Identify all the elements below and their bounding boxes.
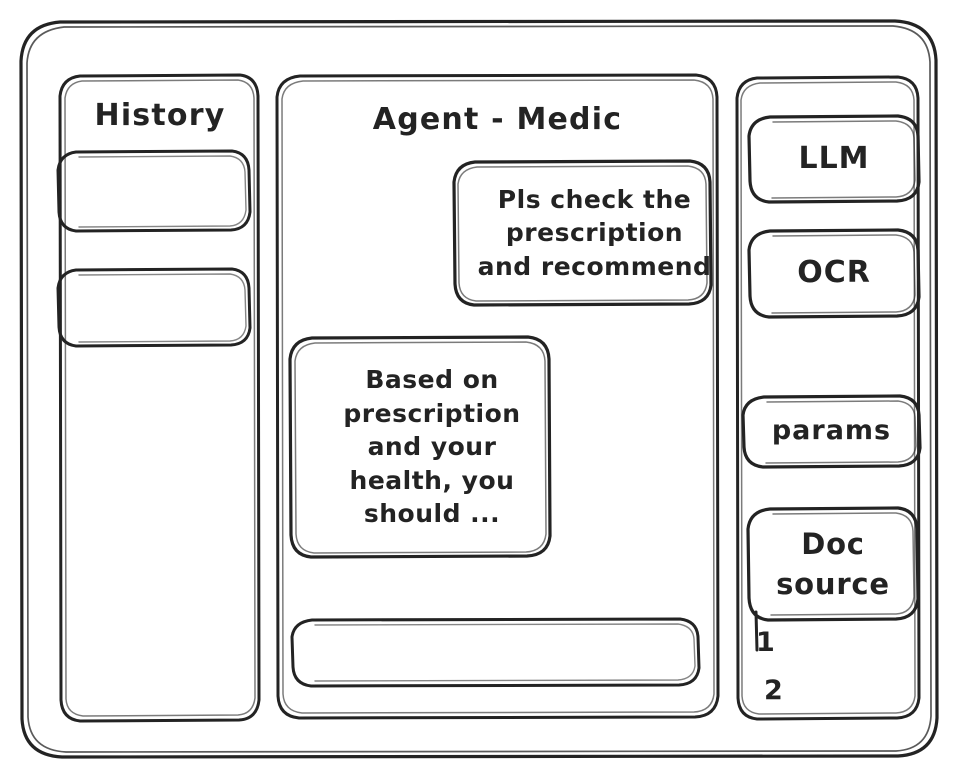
assistant-message-text: Based on prescription and your health, y…	[290, 337, 574, 557]
user-message-text: Pls check the prescription and recommend	[454, 161, 735, 305]
assistant-message-line: should ...	[363, 499, 501, 529]
doc-source-label: Doc source	[748, 508, 918, 620]
assistant-message-line: and your	[367, 432, 497, 462]
message-composer-input[interactable]	[292, 619, 699, 686]
doc-source-item-1[interactable]: 1	[750, 618, 840, 660]
user-message-line: Pls check the	[497, 184, 692, 214]
tool-button-llm-label: LLM	[798, 140, 870, 176]
tool-button-params-label: params	[771, 415, 892, 447]
assistant-message-line: prescription	[343, 398, 521, 428]
history-item[interactable]	[58, 151, 250, 231]
doc-source-item-2-label: 2	[764, 675, 784, 706]
tool-button-ocr-label: OCR	[797, 255, 871, 291]
assistant-message-line: health, you	[349, 465, 515, 495]
message-composer-value	[292, 619, 699, 639]
agent-panel-title: Agent - Medic	[372, 102, 623, 137]
history-item[interactable]	[58, 269, 250, 346]
doc-source-item-2[interactable]: 2	[758, 666, 848, 708]
tool-button-llm[interactable]: LLM	[749, 116, 919, 202]
user-message-bubble: Pls check the prescription and recommend	[454, 161, 711, 305]
user-message-line: prescription	[505, 218, 684, 248]
assistant-message-bubble: Based on prescription and your health, y…	[290, 337, 550, 557]
assistant-message-line: Based on	[365, 365, 499, 395]
doc-source-item-1-label: 1	[756, 627, 776, 658]
doc-source-line: Doc	[801, 526, 865, 561]
tool-button-ocr[interactable]: OCR	[749, 230, 919, 317]
history-item-label	[58, 151, 250, 231]
doc-source-line: source	[776, 567, 890, 601]
history-panel-title: History	[94, 98, 226, 133]
tool-button-params[interactable]: params	[743, 396, 920, 467]
doc-source-box[interactable]: Doc source	[748, 508, 918, 620]
user-message-line: and recommend	[477, 251, 712, 281]
history-item-label	[58, 269, 250, 346]
